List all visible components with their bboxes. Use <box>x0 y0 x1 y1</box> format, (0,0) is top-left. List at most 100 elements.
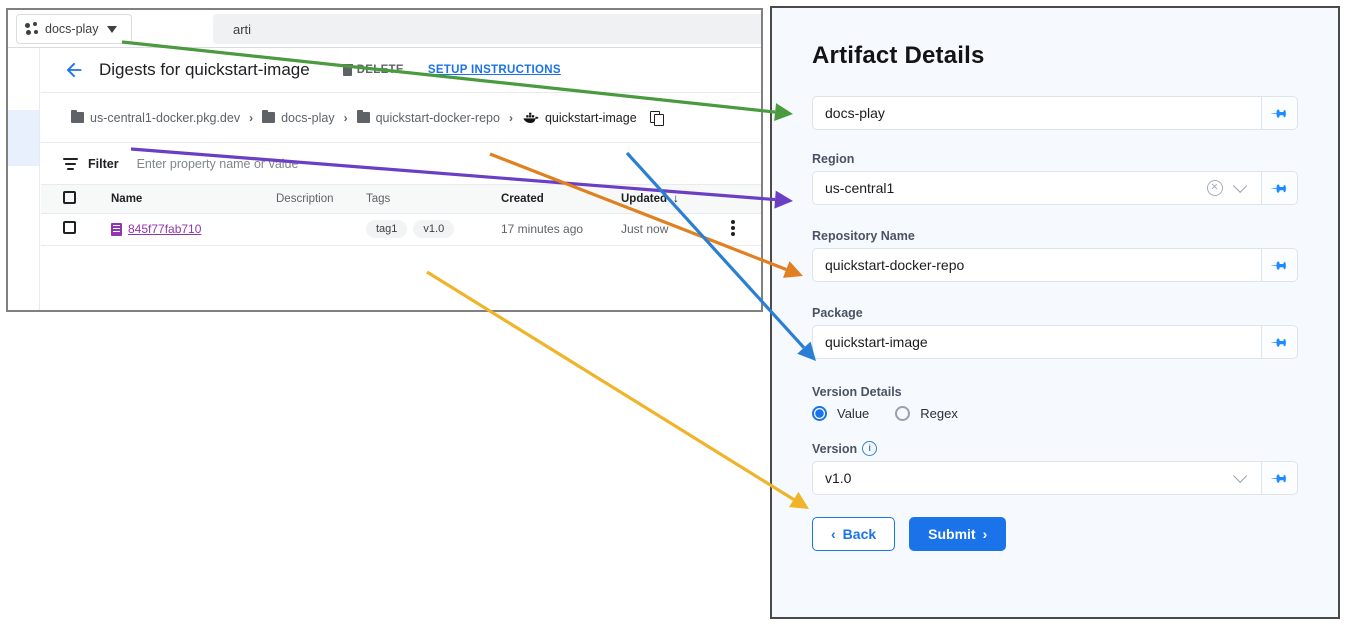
radio-value-label[interactable]: Value <box>837 406 870 421</box>
row-created-cell: 17 minutes ago <box>501 222 584 236</box>
version-select[interactable]: v1.0 <box>812 461 1262 495</box>
version-pin-button[interactable]: 🖈 <box>1262 461 1298 495</box>
package-label: Package <box>812 306 863 320</box>
console-search-input[interactable]: arti <box>213 14 761 44</box>
project-input[interactable]: docs-play <box>812 96 1262 130</box>
console-content: Digests for quickstart-image DELETE SETU… <box>41 48 761 310</box>
tag-chip[interactable]: tag1 <box>366 220 408 238</box>
column-header-created[interactable]: Created <box>501 192 544 205</box>
digests-table-body: 845f77fab710 tag1 v1.0 17 minutes ago Jus… <box>41 213 761 245</box>
row-name-cell: 845f77fab710 <box>111 213 276 245</box>
chevron-down-icon[interactable] <box>1233 468 1248 483</box>
region-select-value: us-central1 <box>825 180 895 196</box>
delete-button[interactable]: DELETE <box>341 64 404 76</box>
breadcrumb-label: quickstart-image <box>544 110 637 125</box>
digests-table-head: Name Description Tags Created Updated↓ <box>41 185 761 213</box>
left-rail-selected-indicator <box>8 110 39 166</box>
breadcrumb-item-project[interactable]: docs-play <box>262 110 335 125</box>
version-label-text: Version <box>812 441 858 456</box>
version-select-value: v1.0 <box>825 470 852 486</box>
select-all-header[interactable] <box>41 185 111 213</box>
breadcrumb-separator: › <box>508 110 513 125</box>
form-field-repository: Repository Name quickstart-docker-repo 🖈 <box>812 229 1298 282</box>
filter-icon[interactable] <box>63 157 78 170</box>
page-header: Digests for quickstart-image DELETE SETU… <box>41 48 761 93</box>
page-title: Digests for quickstart-image <box>99 60 310 79</box>
column-header-tags[interactable]: Tags <box>366 192 391 205</box>
back-arrow-icon[interactable] <box>63 59 85 81</box>
radio-regex[interactable] <box>895 406 911 421</box>
column-header-description[interactable]: Description <box>276 192 334 205</box>
column-header-menu <box>731 185 761 213</box>
kebab-menu-icon[interactable] <box>731 219 735 236</box>
breadcrumb-label: us-central1-docker.pkg.dev <box>90 110 241 125</box>
console-left-rail <box>8 48 40 310</box>
artifact-registry-console-panel: docs-play arti Digests for quickstart-im… <box>6 8 763 312</box>
form-field-version-details: Version Details Value Regex <box>812 385 1298 421</box>
row-tags-cell: tag1 v1.0 <box>366 213 501 245</box>
folder-icon <box>71 110 84 123</box>
form-field-project: docs-play 🖈 <box>812 96 1298 130</box>
version-label: Version i <box>812 441 1298 456</box>
breadcrumb-item-registry[interactable]: us-central1-docker.pkg.dev <box>71 110 241 125</box>
repository-input[interactable]: quickstart-docker-repo <box>812 248 1262 282</box>
console-topbar: docs-play arti <box>8 10 761 48</box>
folder-icon <box>356 110 370 123</box>
submit-button-label: Submit <box>928 526 976 542</box>
region-pin-button[interactable]: 🖈 <box>1262 171 1298 205</box>
repository-pin-button[interactable]: 🖈 <box>1262 248 1298 282</box>
version-details-label: Version Details <box>812 385 902 399</box>
repository-label: Repository Name <box>812 229 915 243</box>
form-title: Artifact Details <box>812 42 985 69</box>
pin-icon: 🖈 <box>1268 331 1291 353</box>
pin-icon: 🖈 <box>1268 467 1291 489</box>
copy-icon[interactable] <box>649 110 664 126</box>
filter-input[interactable]: Enter property name or value <box>136 156 299 171</box>
breadcrumb-separator: › <box>343 110 348 125</box>
table-row[interactable]: 845f77fab710 tag1 v1.0 17 minutes ago Jus… <box>41 213 761 245</box>
row-select-cell[interactable] <box>41 213 111 245</box>
row-updated-cell: Just now <box>621 222 669 236</box>
back-button-chevron: ‹ <box>831 526 836 542</box>
submit-button[interactable]: Submit › <box>909 517 1007 551</box>
table-header-row: Name Description Tags Created Updated↓ <box>41 185 761 213</box>
project-dots-icon <box>25 22 39 36</box>
clear-icon[interactable] <box>1207 180 1223 196</box>
form-field-package: Package quickstart-image 🖈 <box>812 306 1298 359</box>
trash-icon <box>341 64 353 76</box>
breadcrumb-label: quickstart-docker-repo <box>375 110 500 125</box>
column-header-updated[interactable]: Updated↓ <box>621 185 731 213</box>
column-header-updated-label: Updated <box>621 192 667 205</box>
radio-value[interactable] <box>812 406 827 421</box>
row-checkbox[interactable] <box>63 221 76 234</box>
row-menu-cell[interactable] <box>731 213 761 245</box>
delete-button-label: DELETE <box>356 64 404 76</box>
breadcrumb-item-image[interactable]: quickstart-image <box>522 111 637 125</box>
breadcrumb-item-repository[interactable]: quickstart-docker-repo <box>356 110 500 125</box>
select-all-checkbox[interactable] <box>63 190 76 204</box>
project-selector-label: docs-play <box>45 22 99 36</box>
project-selector[interactable]: docs-play <box>16 14 132 44</box>
project-pin-button[interactable]: 🖈 <box>1262 96 1298 130</box>
digest-link[interactable]: 845f77fab710 <box>128 222 202 236</box>
back-button[interactable]: ‹ Back <box>812 517 896 551</box>
project-input-value: docs-play <box>825 105 885 121</box>
form-buttons: ‹ Back Submit › <box>812 517 1298 551</box>
breadcrumb-separator: › <box>249 110 254 125</box>
back-button-label: Back <box>842 526 877 542</box>
repository-input-value: quickstart-docker-repo <box>825 257 965 273</box>
chevron-down-icon[interactable] <box>1233 178 1248 193</box>
console-search-value: arti <box>233 21 252 37</box>
package-pin-button[interactable]: 🖈 <box>1262 325 1298 359</box>
info-icon[interactable]: i <box>862 441 878 456</box>
package-input[interactable]: quickstart-image <box>812 325 1262 359</box>
pin-icon: 🖈 <box>1268 177 1291 199</box>
region-select[interactable]: us-central1 <box>812 171 1262 205</box>
package-input-value: quickstart-image <box>825 334 928 350</box>
setup-instructions-link[interactable]: SETUP INSTRUCTIONS <box>427 64 561 76</box>
radio-regex-label[interactable]: Regex <box>920 406 958 421</box>
column-header-name[interactable]: Name <box>111 192 143 205</box>
filter-bar: Filter Enter property name or value <box>41 143 761 185</box>
tag-chip[interactable]: v1.0 <box>413 220 455 238</box>
chevron-down-icon <box>106 25 117 33</box>
